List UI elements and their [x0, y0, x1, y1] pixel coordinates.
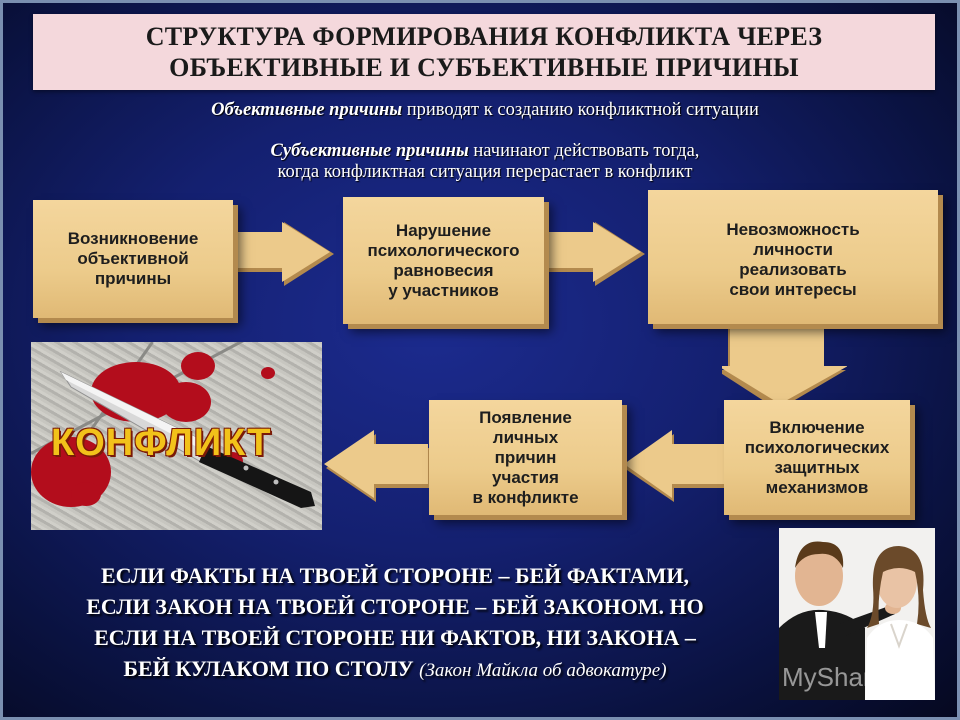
flow-step-line: в конфликте — [472, 487, 579, 507]
flow-step-line: защитных — [774, 457, 860, 477]
flow-step-line: у участников — [388, 280, 499, 300]
arrow-right-2 — [543, 222, 645, 286]
watermark: MyShared — [782, 662, 901, 692]
quote-line-3: ЕСЛИ НА ТВОЕЙ СТОРОНЕ НИ ФАКТОВ, НИ ЗАКО… — [94, 625, 696, 650]
subjective-term: Субъективные причины — [270, 141, 469, 161]
law-quote: ЕСЛИ ФАКТЫ НА ТВОЕЙ СТОРОНЕ – БЕЙ ФАКТАМ… — [40, 560, 750, 686]
arrow-left-2 — [324, 430, 432, 502]
people-illustration — [779, 528, 935, 700]
flow-step-line: психологического — [367, 240, 520, 260]
flow-step-line: Включение — [769, 417, 865, 437]
flow-step-line: Невозможность — [726, 220, 860, 239]
flow-step-line: личных — [492, 427, 559, 447]
conflict-knife-image: КОНФЛИКТ — [31, 342, 322, 530]
arrow-right-1 — [232, 222, 334, 286]
flow-step-line: Появление — [479, 407, 572, 427]
title-line-2: ОБЪЕКТИВНЫЕ И СУБЪЕКТИВНЫЕ ПРИЧИНЫ — [169, 53, 799, 82]
flow-step-line: участия — [492, 467, 559, 487]
flow-step-line: личности — [753, 240, 833, 259]
objective-term: Объективные причины — [211, 100, 403, 120]
quote-line-2: ЕСЛИ ЗАКОН НА ТВОЕЙ СТОРОНЕ – БЕЙ ЗАКОНО… — [86, 594, 704, 619]
arrow-down — [722, 324, 847, 410]
objective-rest: приводят к созданию конфликтной ситуации — [402, 100, 759, 120]
flow-step-line: механизмов — [765, 477, 869, 497]
objective-causes-text: Объективные причины приводят к созданию … — [60, 100, 910, 121]
subjective-causes-text: Субъективные причины начинают действоват… — [60, 141, 910, 183]
quote-source: (Закон Майкла об адвокатуре) — [419, 660, 667, 681]
flow-step-line: психологических — [744, 437, 890, 457]
quote-line-4: БЕЙ КУЛАКОМ ПО СТОЛУ — [123, 656, 414, 681]
subjective-line-2: когда конфликтная ситуация перерастает в… — [277, 162, 693, 182]
flow-step-line: равновесия — [393, 260, 494, 280]
title-line-1: СТРУКТУРА ФОРМИРОВАНИЯ КОНФЛИКТА ЧЕРЕЗ — [145, 22, 823, 51]
flow-step-line: Нарушение — [395, 220, 492, 240]
subjective-rest: начинают действовать тогда, — [468, 141, 700, 161]
arrow-left-1 — [624, 430, 728, 502]
arguing-people-image — [779, 528, 935, 700]
conflict-label: КОНФЛИКТ — [51, 422, 272, 464]
flow-step-line: свои интересы — [729, 280, 857, 299]
quote-line-1: ЕСЛИ ФАКТЫ НА ТВОЕЙ СТОРОНЕ – БЕЙ ФАКТАМ… — [100, 563, 689, 588]
flow-step-line: объективной — [77, 249, 189, 268]
flow-step-line: причины — [94, 269, 172, 288]
flow-step-line: Возникновение — [67, 229, 199, 248]
flow-step-line: реализовать — [739, 260, 847, 279]
knife-icon — [59, 370, 315, 508]
flow-step-line: причин — [494, 447, 557, 467]
slide-title: СТРУКТУРА ФОРМИРОВАНИЯ КОНФЛИКТА ЧЕРЕЗ О… — [33, 14, 935, 90]
